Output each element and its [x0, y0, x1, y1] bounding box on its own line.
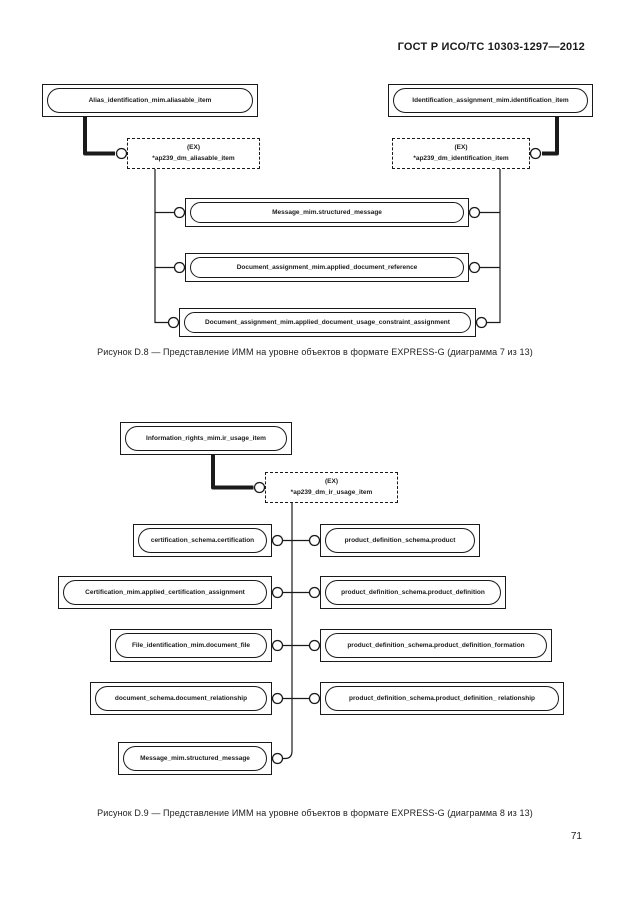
- relation-circle: [173, 206, 186, 219]
- node-label: Information_rights_mim.ir_usage_item: [125, 426, 287, 451]
- connector-line: [283, 503, 293, 760]
- ex-name: *ap239_dm_ir_usage_item: [290, 488, 373, 496]
- node-document-relationship: document_schema.document_relationship: [90, 682, 272, 715]
- relation-circle: [271, 586, 284, 599]
- relation-circle: [308, 586, 321, 599]
- node-label: Message_mim.structured_message: [190, 202, 464, 223]
- node-product: product_definition_schema.product: [320, 524, 480, 557]
- relation-circle: [308, 639, 321, 652]
- node-label: Identification_assignment_mim.identifica…: [393, 88, 588, 113]
- relation-circle: [468, 206, 481, 219]
- page-number: 71: [570, 831, 582, 842]
- node-ex-ir-usage-item: (EX) *ap239_dm_ir_usage_item: [265, 472, 398, 503]
- relation-circle: [115, 147, 128, 160]
- node-label: product_definition_schema.product_defini…: [325, 580, 501, 605]
- ex-tag: (EX): [187, 144, 200, 152]
- node-label: Message_mim.structured_message: [123, 746, 267, 771]
- relation-circle: [271, 639, 284, 652]
- node-product-definition-formation: product_definition_schema.product_defini…: [320, 629, 552, 662]
- d8-thin-relation-lines: [154, 169, 501, 324]
- relation-circle: [271, 534, 284, 547]
- node-certification: certification_schema.certification: [133, 524, 272, 557]
- node-label: Alias_identification_mim.aliasable_item: [47, 88, 253, 113]
- node-product-definition-relationship: product_definition_schema.product_defini…: [320, 682, 564, 715]
- d9-thick-relation-lines: [211, 455, 254, 490]
- node-label: Document_assignment_mim.applied_document…: [184, 312, 471, 333]
- node-label: product_definition_schema.product: [325, 528, 475, 553]
- relation-circle: [308, 692, 321, 705]
- node-ex-identification-item: (EX) *ap239_dm_identification_item: [392, 138, 530, 169]
- ex-name: *ap239_dm_aliasable_item: [152, 154, 235, 162]
- ex-tag: (EX): [325, 478, 338, 486]
- ex-name: *ap239_dm_identification_item: [413, 154, 509, 162]
- relation-circle: [529, 147, 542, 160]
- page-header: ГОСТ Р ИСО/ТС 10303-1297—2012: [397, 41, 585, 53]
- node-label: File_identification_mim.document_file: [115, 633, 267, 658]
- figure-d8-caption: Рисунок D.8 — Представление ИММ на уровн…: [97, 347, 533, 357]
- relation-circle: [308, 534, 321, 547]
- node-applied-certification-assignment: Certification_mim.applied_certification_…: [58, 576, 272, 609]
- relation-circle: [475, 316, 488, 329]
- node-structured-message: Message_mim.structured_message: [185, 198, 469, 227]
- relation-circle: [468, 261, 481, 274]
- node-identification-item: Identification_assignment_mim.identifica…: [388, 84, 593, 117]
- figure-d9-caption: Рисунок D.9 — Представление ИММ на уровн…: [97, 808, 533, 818]
- connector-line: [542, 115, 559, 156]
- node-label: product_definition_schema.product_defini…: [325, 633, 547, 658]
- relation-circle: [167, 316, 180, 329]
- relation-circles: [115, 147, 542, 765]
- node-label: Certification_mim.applied_certification_…: [63, 580, 267, 605]
- node-product-definition: product_definition_schema.product_defini…: [320, 576, 506, 609]
- node-label: Document_assignment_mim.applied_document…: [190, 257, 464, 278]
- node-label: product_definition_schema.product_defini…: [325, 686, 559, 711]
- node-ir-usage-item: Information_rights_mim.ir_usage_item: [120, 422, 292, 455]
- d8-thick-relation-lines: [83, 115, 559, 156]
- relation-circle: [271, 692, 284, 705]
- node-ex-aliasable-item: (EX) *ap239_dm_aliasable_item: [127, 138, 260, 169]
- connector-line: [154, 169, 168, 324]
- relation-circle: [253, 481, 266, 494]
- ex-tag: (EX): [454, 144, 468, 152]
- node-applied-document-reference: Document_assignment_mim.applied_document…: [185, 253, 469, 282]
- relation-circle: [173, 261, 186, 274]
- node-structured-message-d9: Message_mim.structured_message: [118, 742, 272, 775]
- connector-line: [487, 169, 501, 324]
- node-aliasable-item: Alias_identification_mim.aliasable_item: [42, 84, 258, 117]
- connector-line: [83, 115, 115, 156]
- node-applied-document-usage-constraint: Document_assignment_mim.applied_document…: [179, 308, 476, 337]
- relation-circle: [271, 752, 284, 765]
- node-label: certification_schema.certification: [138, 528, 267, 553]
- connector-line: [211, 455, 254, 490]
- node-label: document_schema.document_relationship: [95, 686, 267, 711]
- node-document-file: File_identification_mim.document_file: [110, 629, 272, 662]
